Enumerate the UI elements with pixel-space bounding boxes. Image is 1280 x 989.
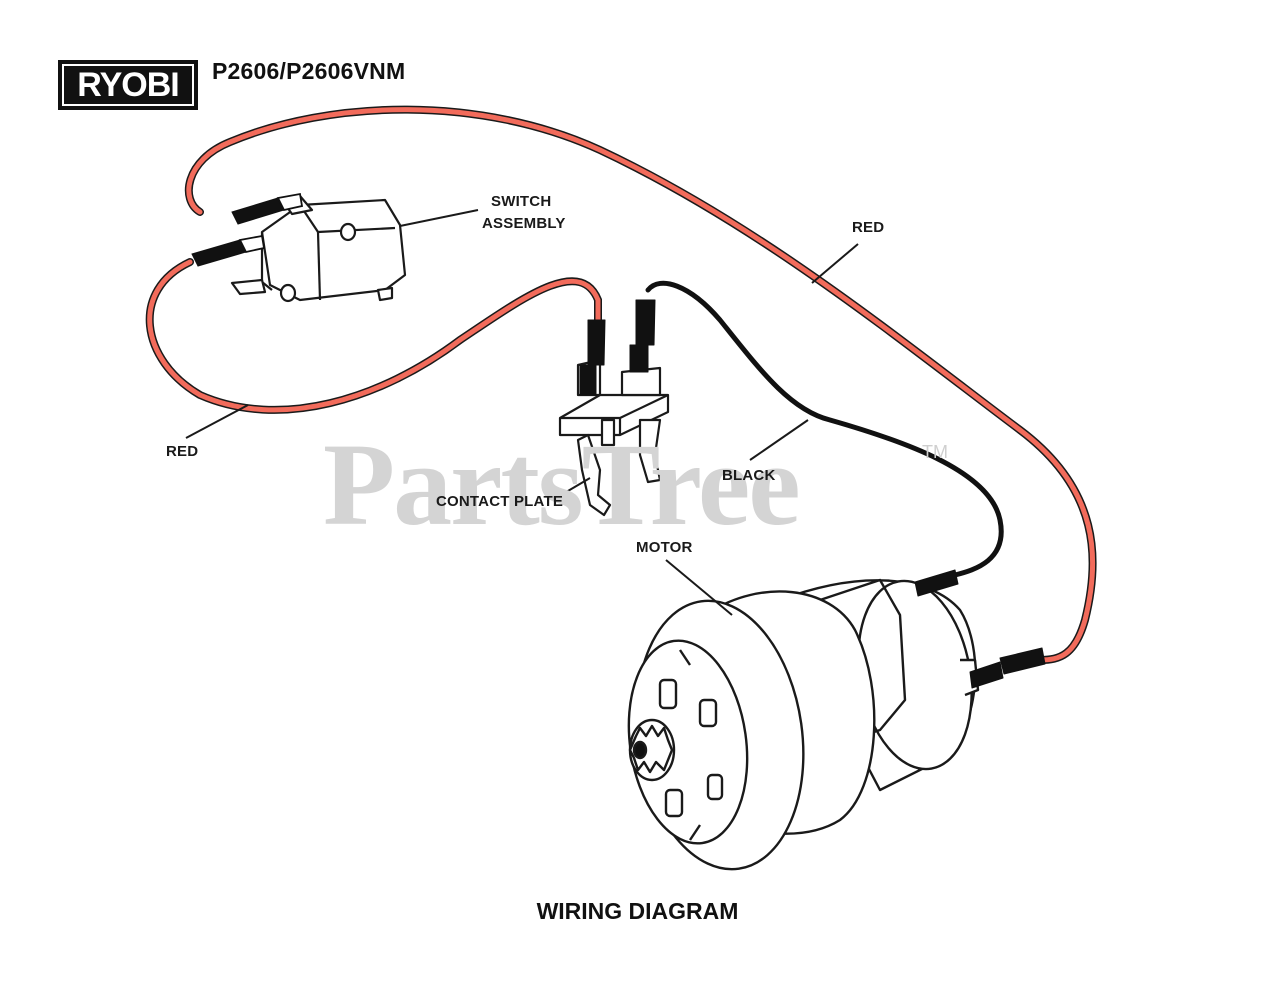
motor-terminals bbox=[914, 569, 1046, 689]
label-red-top: RED bbox=[852, 219, 885, 236]
leader-contact-plate bbox=[555, 477, 591, 499]
leader-red-left bbox=[185, 404, 249, 439]
leader-motor bbox=[665, 559, 733, 616]
watermark-trademark: TM bbox=[922, 442, 948, 462]
brand-logo: RYOBI bbox=[58, 60, 198, 110]
diagram-caption: WIRING DIAGRAM bbox=[536, 898, 739, 924]
leader-red-top bbox=[811, 243, 859, 284]
label-switch-assembly-line1: SWITCH bbox=[491, 193, 552, 210]
motor bbox=[627, 578, 980, 871]
model-title: P2606/P2606VNM bbox=[212, 58, 406, 84]
red-wire-left bbox=[147, 259, 601, 413]
label-motor: MOTOR bbox=[636, 539, 693, 556]
label-switch-assembly-line2: ASSEMBLY bbox=[482, 215, 566, 232]
leader-black bbox=[749, 419, 809, 461]
leader-switch bbox=[399, 209, 479, 227]
black-wire bbox=[645, 280, 1004, 578]
switch-connectors bbox=[191, 192, 304, 267]
red-wire-top bbox=[186, 107, 1096, 663]
label-contact-plate: CONTACT PLATE bbox=[436, 493, 564, 510]
brand-logo-text: RYOBI bbox=[77, 66, 179, 104]
label-black: BLACK bbox=[722, 467, 776, 484]
contact-terminals bbox=[579, 299, 656, 396]
label-red-left: RED bbox=[166, 443, 199, 460]
watermark: PartsTree bbox=[323, 419, 801, 550]
